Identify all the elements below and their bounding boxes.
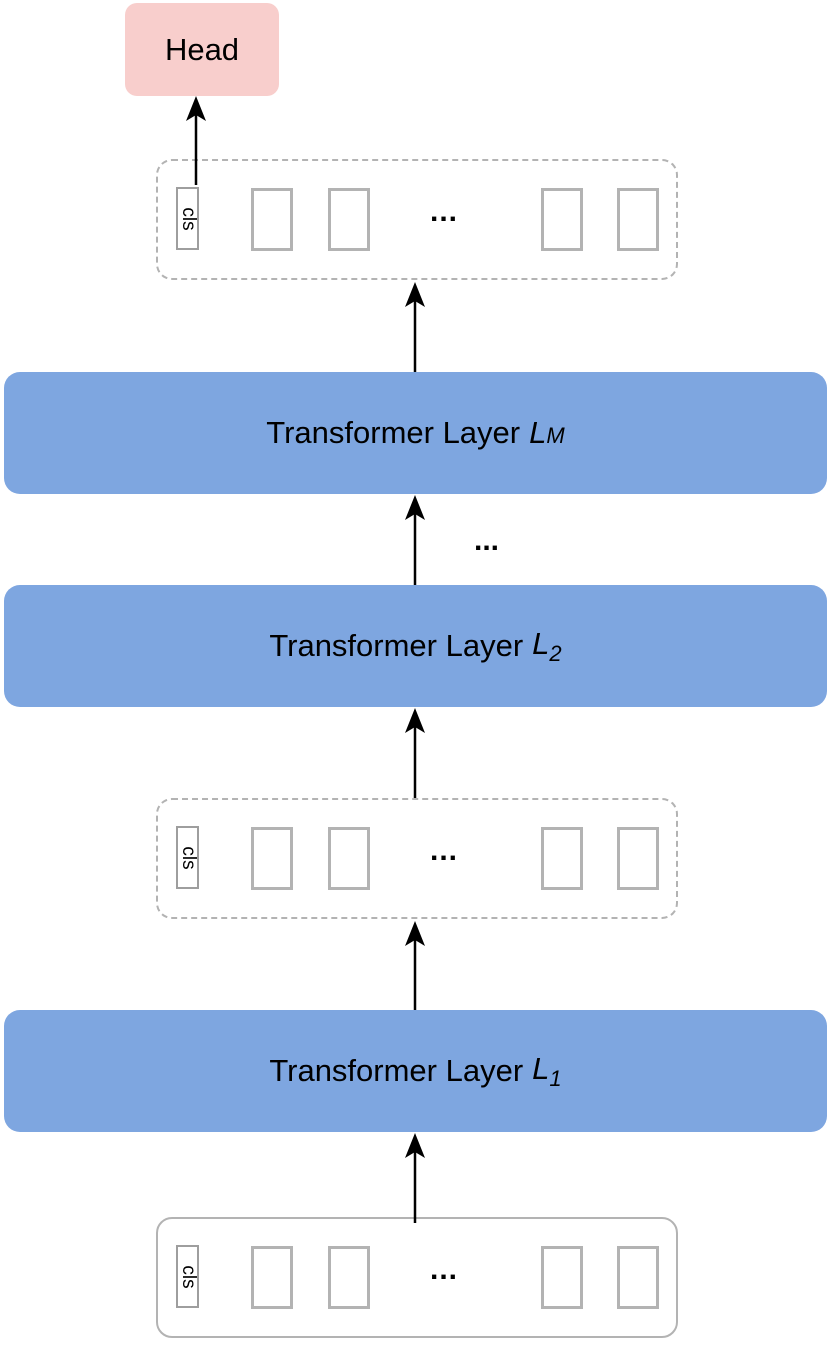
layer-1-text: Transformer Layer	[269, 1053, 524, 1088]
token-cell	[328, 1246, 370, 1309]
cls-token-label: cls	[177, 206, 199, 231]
token-cell	[541, 827, 583, 890]
token-cell	[541, 188, 583, 251]
layer-ellipsis: ...	[474, 524, 500, 557]
token-cell	[328, 188, 370, 251]
token-cell	[251, 188, 293, 251]
layer-1-var: L1	[532, 1050, 562, 1091]
cls-token: cls	[176, 187, 199, 250]
head-box: Head	[125, 3, 279, 96]
output-token-row: cls ...	[156, 159, 678, 280]
token-cell	[251, 827, 293, 890]
arrowhead-icon	[405, 708, 425, 733]
token-cell	[617, 188, 659, 251]
token-ellipsis: ...	[430, 195, 459, 228]
arrowhead-icon	[405, 495, 425, 520]
token-cell	[617, 827, 659, 890]
head-label: Head	[164, 31, 240, 67]
input-token-row: cls ...	[156, 1217, 678, 1338]
token-cell	[251, 1246, 293, 1309]
arrowhead-icon	[405, 921, 425, 946]
layer-2-subscript: 2	[549, 640, 562, 666]
hidden-token-row: cls ...	[156, 798, 678, 919]
cls-token: cls	[176, 1245, 199, 1308]
token-cell	[617, 1246, 659, 1309]
arrowhead-icon	[405, 1133, 425, 1158]
cls-token-label: cls	[177, 845, 199, 870]
token-ellipsis: ...	[430, 1253, 459, 1286]
layer-m-text: Transformer Layer	[266, 415, 521, 450]
layer-2-text: Transformer Layer	[269, 628, 524, 663]
token-cell	[328, 827, 370, 890]
layer-m-var: LM	[529, 415, 565, 450]
cls-token: cls	[176, 826, 199, 889]
token-ellipsis: ...	[430, 834, 459, 867]
cls-token-label: cls	[177, 1264, 199, 1289]
layer-1-subscript: 1	[549, 1065, 562, 1091]
arrowhead-icon	[186, 96, 206, 121]
layer-2-var: L2	[532, 625, 562, 666]
layer-m-subscript: M	[546, 423, 565, 448]
token-cell	[541, 1246, 583, 1309]
arrowhead-icon	[405, 282, 425, 307]
